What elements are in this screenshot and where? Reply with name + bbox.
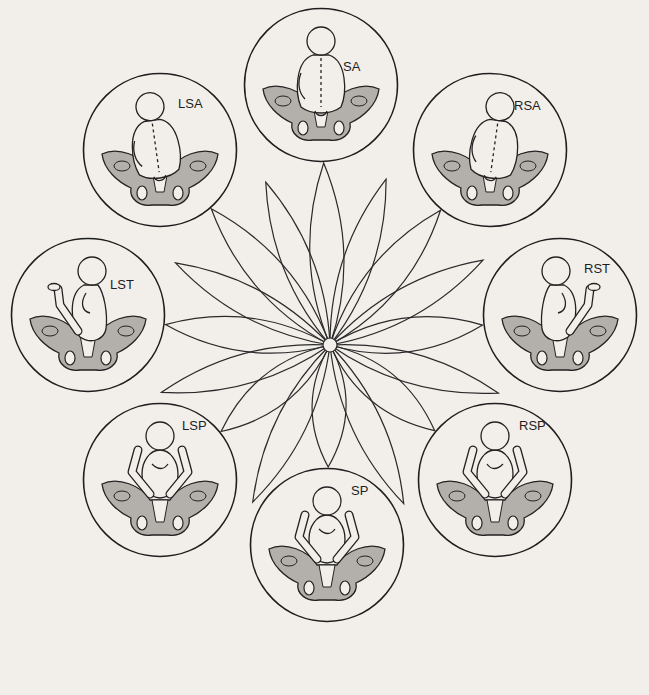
position-label: SA: [343, 59, 360, 74]
rosette-petal: [162, 345, 330, 393]
presentation-circle: SA: [243, 7, 399, 163]
rosette-petal: [310, 163, 344, 345]
circle-outline: [249, 467, 405, 623]
position-label: RSP: [519, 418, 546, 433]
rosette-petal: [253, 345, 330, 502]
presentation-circle: LST: [10, 237, 166, 393]
circle-outline: [412, 72, 568, 228]
circle-outline: [10, 237, 166, 393]
presentation-circle: LSA: [82, 72, 238, 228]
position-label: LSA: [178, 96, 203, 111]
position-label: RSA: [514, 98, 541, 113]
position-label: RST: [584, 261, 610, 276]
rosette-petal: [266, 182, 330, 345]
circle-outline: [243, 7, 399, 163]
rosette-petal: [330, 345, 498, 394]
circle-outline: [82, 402, 238, 558]
rosette-petal: [175, 263, 330, 345]
presentation-circle: RSA: [412, 72, 568, 228]
rosette-petal: [312, 345, 346, 467]
circle-outline: [82, 72, 238, 228]
circle-outline: [482, 237, 638, 393]
presentation-circle: SP: [249, 467, 405, 623]
rosette-petal: [330, 179, 386, 345]
circle-outline: [417, 402, 573, 558]
presentation-circle: RSP: [417, 402, 573, 558]
presentation-circle: RST: [482, 237, 638, 393]
position-label: LST: [110, 277, 134, 292]
position-label: SP: [351, 483, 368, 498]
presentation-circle: LSP: [82, 402, 238, 558]
rosette-petal: [330, 260, 483, 345]
position-label: LSP: [182, 418, 207, 433]
